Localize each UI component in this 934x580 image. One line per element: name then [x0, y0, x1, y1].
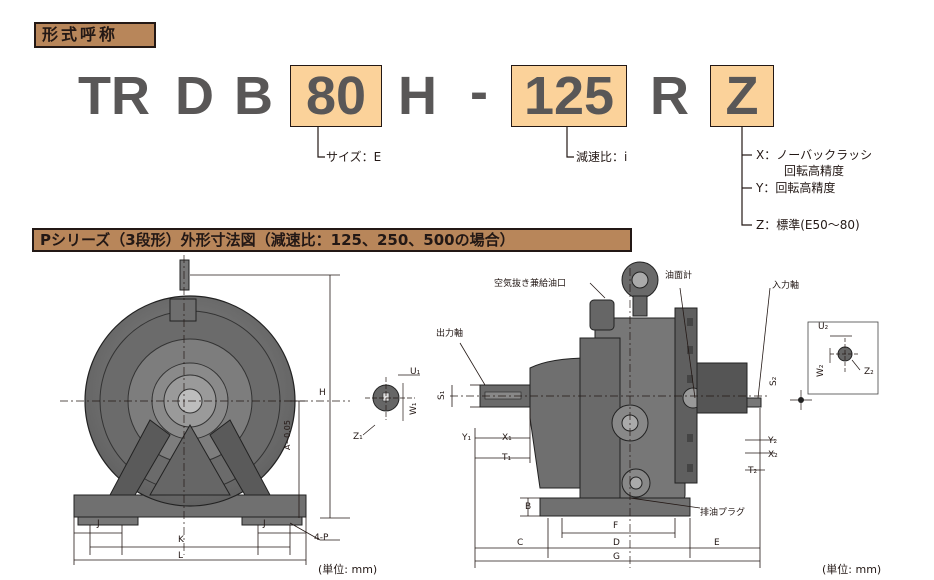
side-unit: (単位: mm) [822, 563, 882, 576]
front-view-drawing [60, 255, 350, 565]
callout-output-shaft: 出力軸 [436, 329, 464, 339]
dim-j-left: J [97, 519, 100, 529]
x-legend-line1: X：ノーバックラッシ [756, 148, 873, 162]
input-shaft-detail [790, 321, 879, 410]
size-legend: サイズ：E [326, 150, 382, 164]
dim-c: C [517, 538, 524, 548]
model-r: R [650, 66, 689, 126]
ratio-legend: 減速比：i [576, 150, 628, 164]
dim-f: F [613, 521, 619, 531]
dim-u1: U₁ [410, 367, 421, 377]
output-shaft-detail [362, 374, 420, 436]
dim-y1: Y₁ [462, 433, 472, 443]
dim-s2: S₂ [769, 376, 779, 386]
callout-oil-gauge: 油面計 [665, 271, 693, 281]
legend-lines [317, 127, 752, 226]
model-mid-h: H [398, 66, 437, 126]
z-legend: Z：標準(E50～80) [756, 218, 860, 232]
model-precision-box: Z [710, 65, 774, 127]
dim-y2: Y₂ [768, 436, 778, 446]
front-unit: (単位: mm) [318, 563, 378, 576]
dim-u2: U₂ [818, 322, 829, 332]
dim-w1: W₁ [409, 402, 419, 415]
dim-t1: T₁ [502, 453, 512, 463]
model-ratio-box: 125 [511, 65, 627, 127]
dim-k: K [178, 535, 184, 545]
dim-j-right: J [263, 519, 266, 529]
dim-z2: Z₂ [864, 367, 874, 377]
dim-d: D [613, 538, 620, 548]
dim-l: L [178, 551, 184, 561]
dim-4p: 4-P [314, 533, 329, 543]
dim-x2: X₂ [768, 450, 778, 460]
title-tag: 形式呼称 [34, 22, 156, 48]
dim-e: E [714, 538, 720, 548]
model-prefix-b: B [234, 66, 273, 126]
dim-b: B [525, 502, 532, 512]
dim-x1: X₁ [502, 433, 512, 443]
dim-z1: Z₁ [353, 432, 363, 442]
side-view-drawing [450, 261, 775, 568]
model-size-box: 80 [290, 65, 382, 127]
model-prefix-d: D [175, 66, 214, 126]
dim-a: A−0.05 [283, 420, 292, 450]
dim-t2: T₂ [748, 466, 758, 476]
x-legend-line2: 回転高精度 [784, 164, 845, 178]
section-tag: Pシリーズ（3段形）外形寸法図（減速比：125、250、500の場合） [32, 228, 632, 252]
dim-g: G [613, 552, 620, 562]
callout-air-vent: 空気抜き兼給油口 [494, 279, 567, 289]
model-dash: - [470, 62, 488, 122]
dim-w2: W₂ [816, 364, 826, 377]
y-legend: Y：回転高精度 [756, 181, 836, 195]
model-prefix-tr: TR [78, 66, 150, 126]
callout-drain-plug: 排油プラグ [700, 508, 746, 518]
callout-input-shaft: 入力軸 [772, 281, 800, 291]
dim-s1: S₁ [437, 390, 447, 400]
dim-h: H [319, 388, 326, 398]
